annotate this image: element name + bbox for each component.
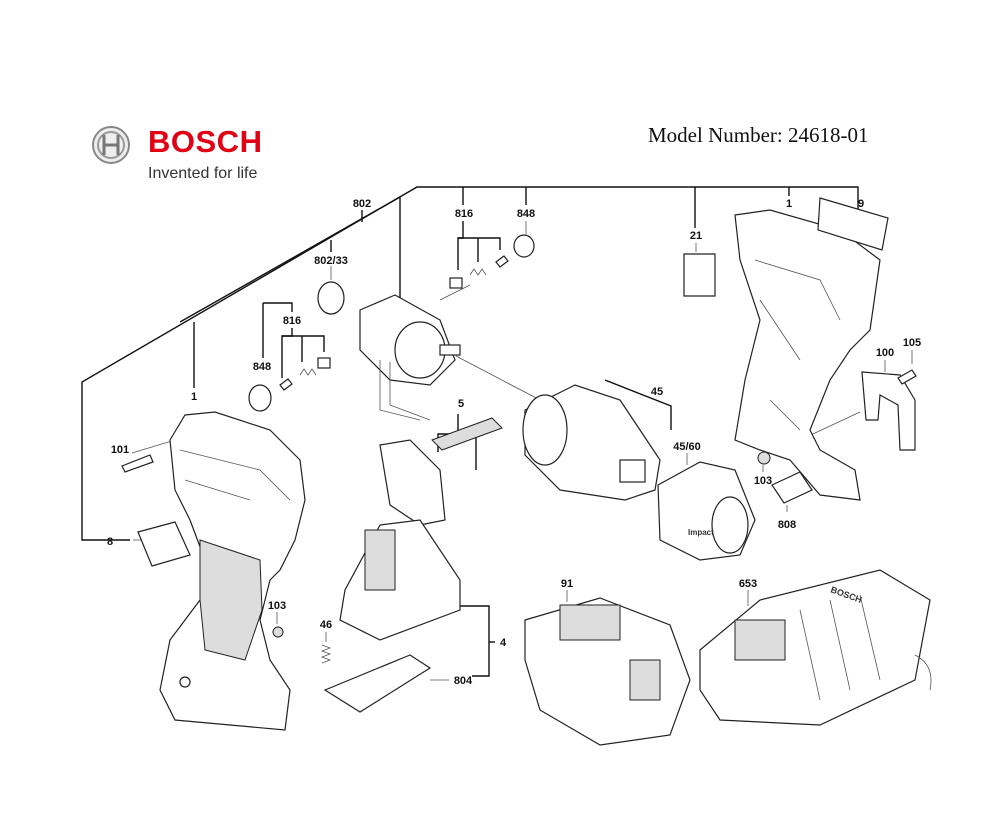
screw-105 [897,369,917,385]
label-46: 46 [320,619,332,631]
label-804: 804 [454,675,473,687]
label-103-right: 103 [754,475,772,487]
label-101: 101 [111,444,129,456]
nut-103-left [272,626,284,638]
label-808 [771,471,813,504]
brush-assembly-816-left [279,357,331,391]
brand-tagline: Invented for life [148,165,258,182]
label-802-33: 802/33 [314,255,348,267]
brush-assembly-816-top [449,255,509,289]
impact-cover-marking: Impact [688,528,714,537]
label-808: 808 [778,519,796,531]
o-ring-802-33 [317,281,345,315]
label-5: 5 [458,398,464,410]
brand-name: BOSCH [148,124,263,159]
switch-cover-5 [431,417,503,451]
motor-802 [359,294,461,421]
battery-pack-91 [524,597,691,746]
label-1-right: 1 [786,198,792,210]
label-848-top: 848 [517,208,535,220]
bosch-logo-icon [92,126,130,164]
right-housing-half [734,209,881,501]
label-21: 21 [690,230,702,242]
nut-103-right [757,451,771,465]
spring-46 [320,644,332,664]
label-100: 100 [876,347,894,359]
belt-clip-100 [861,371,916,451]
label-21 [683,253,716,297]
label-802: 802 [353,198,371,210]
label-9 [817,197,889,251]
label-4: 4 [500,637,507,649]
switch-assembly [339,439,461,641]
gear-housing-45 [522,384,661,501]
label-816-top: 816 [455,208,473,220]
model-number: Model Number: 24618-01 [648,123,869,147]
label-653: 653 [739,578,757,590]
label-91: 91 [561,578,573,590]
label-9: 9 [858,198,864,210]
bearing-848-top [513,234,535,258]
label-8: 8 [107,536,113,548]
left-housing-half [159,411,306,731]
label-45-60: 45/60 [673,441,701,453]
label-848-left: 848 [253,361,271,373]
label-45: 45 [651,386,663,398]
screw-101 [121,454,154,473]
label-103-left: 103 [268,600,286,612]
bearing-848-left [248,384,272,412]
part-number-labels: 802 802/33 816 848 816 848 1 101 8 103 4… [107,198,921,687]
label-105: 105 [903,337,921,349]
charger-653: BOSCH [699,569,932,726]
impact-cover-45-60: Impact [657,461,756,561]
nameplate-label [137,521,191,567]
terminal-plate-804 [323,654,432,713]
label-1-left: 1 [191,391,197,403]
label-816-left: 816 [283,315,301,327]
